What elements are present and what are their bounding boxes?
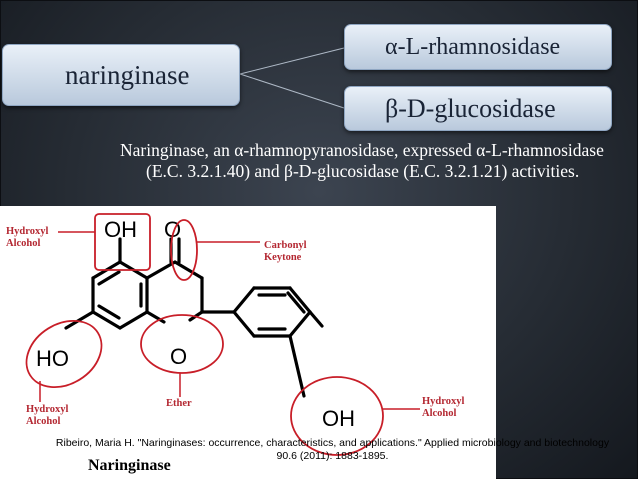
label-carbonyl-1: Carbonyl bbox=[264, 240, 307, 251]
highlight-carbonyl bbox=[170, 219, 198, 281]
pointer-lines bbox=[39, 231, 420, 410]
figure-caption: Naringinase bbox=[88, 457, 171, 474]
label-hydroxyl-right-1: Hydroxyl bbox=[422, 396, 464, 407]
enzyme-label: naringinase bbox=[65, 59, 190, 90]
atom-o-ring: O bbox=[170, 344, 187, 369]
atom-ho-left: HO bbox=[36, 346, 69, 371]
atom-oh-right: OH bbox=[322, 406, 355, 431]
highlight-hydroxyl-top bbox=[94, 213, 151, 271]
activity-box-rhamnosidase: α-L-rhamnosidase bbox=[344, 24, 612, 70]
highlight-hydroxyl-left bbox=[25, 319, 103, 389]
highlight-hydroxyl-right bbox=[290, 376, 384, 456]
label-hydroxyl-left-1: Hydroxyl bbox=[26, 404, 68, 415]
label-hydroxyl-left-2: Alcohol bbox=[26, 416, 61, 427]
atom-o-carbonyl: O bbox=[164, 217, 181, 242]
enzyme-box-naringinase: naringinase bbox=[2, 44, 240, 106]
diagram-connector-lines bbox=[239, 47, 345, 109]
label-ether: Ether bbox=[166, 398, 192, 409]
description-text: Naringinase, an α-rhamnopyranosidase, ex… bbox=[120, 140, 604, 181]
atom-oh-top: OH bbox=[104, 217, 137, 242]
connector-line-rhamnosidase bbox=[239, 47, 345, 75]
label-hydroxyl-top-1: Hydroxyl bbox=[6, 226, 48, 237]
label-carbonyl-2: Keytone bbox=[264, 252, 302, 263]
activity-label-glucosidase: β-D-glucosidase bbox=[385, 93, 556, 123]
structure-figure: OH O HO O OH Hydroxyl Alcohol Carbonyl bbox=[0, 206, 496, 479]
atom-labels: OH O HO O OH bbox=[36, 217, 355, 431]
highlight-ether bbox=[140, 314, 224, 374]
functional-group-highlights bbox=[25, 213, 384, 456]
label-hydroxyl-top-2: Alcohol bbox=[6, 238, 41, 249]
functional-group-labels: Hydroxyl Alcohol Carbonyl Keytone Hydrox… bbox=[6, 226, 464, 427]
naringinase-structure-svg: OH O HO O OH Hydroxyl Alcohol Carbonyl bbox=[6, 213, 464, 474]
label-hydroxyl-right-2: Alcohol bbox=[422, 408, 457, 419]
activity-label-rhamnosidase: α-L-rhamnosidase bbox=[385, 33, 561, 60]
connector-line-glucosidase bbox=[239, 73, 345, 109]
citation-text: Ribeiro, Maria H. "Naringinases: occurre… bbox=[55, 437, 610, 462]
activity-box-glucosidase: β-D-glucosidase bbox=[344, 86, 612, 131]
